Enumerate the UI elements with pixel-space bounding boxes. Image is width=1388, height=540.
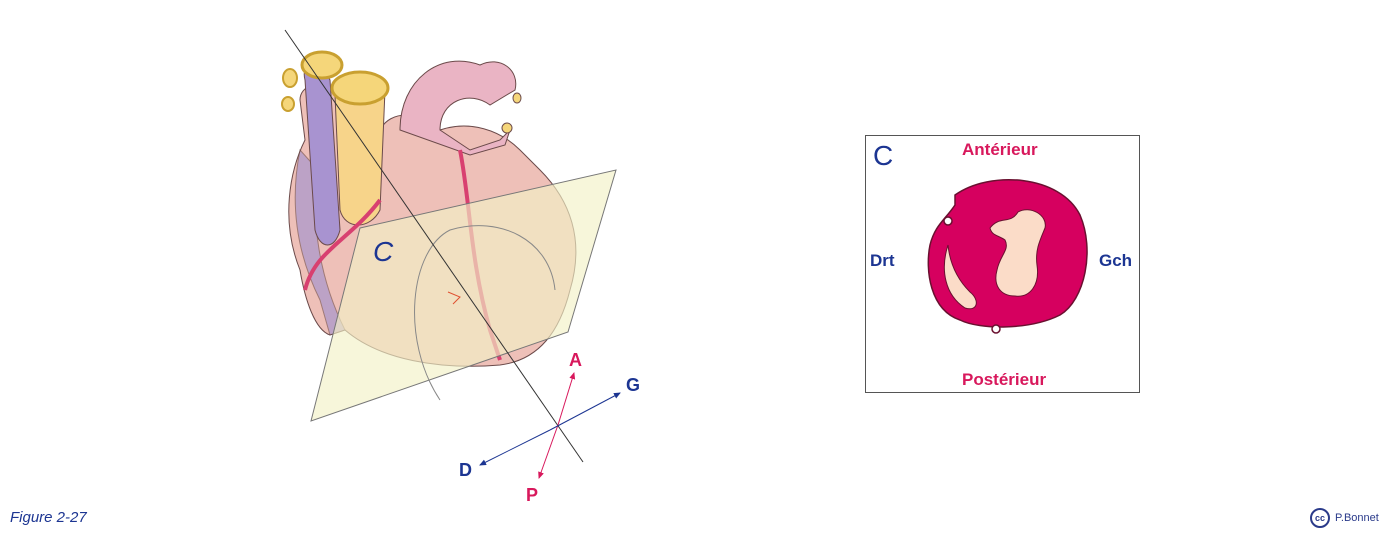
- axis-label-posterior: P: [526, 485, 539, 505]
- creative-commons-icon: cc: [1310, 508, 1330, 528]
- anterior-posterior-arrow: [557, 372, 576, 426]
- plane-label: C: [373, 236, 394, 267]
- left-right-arrow: [549, 392, 621, 431]
- author-name: P.Bonnet: [1335, 512, 1379, 524]
- label-gauche: Gch: [1099, 251, 1133, 270]
- label-posterieur: Postérieur: [962, 370, 1047, 389]
- axis-label-right: D: [459, 460, 472, 480]
- figure-caption: Figure 2-27: [10, 509, 87, 526]
- section-panel: [865, 135, 1140, 393]
- axis-label-left: G: [626, 375, 641, 395]
- axis-label-anterior: A: [569, 350, 582, 370]
- section-plane: [310, 169, 617, 422]
- cross-section: [927, 179, 1088, 334]
- section-panel-title: C: [873, 140, 894, 171]
- heart-axis-line: [284, 29, 584, 463]
- credit: cc P.Bonnet: [1310, 508, 1379, 528]
- label-droite: Drt: [870, 251, 895, 270]
- label-anterieur: Antérieur: [962, 140, 1038, 159]
